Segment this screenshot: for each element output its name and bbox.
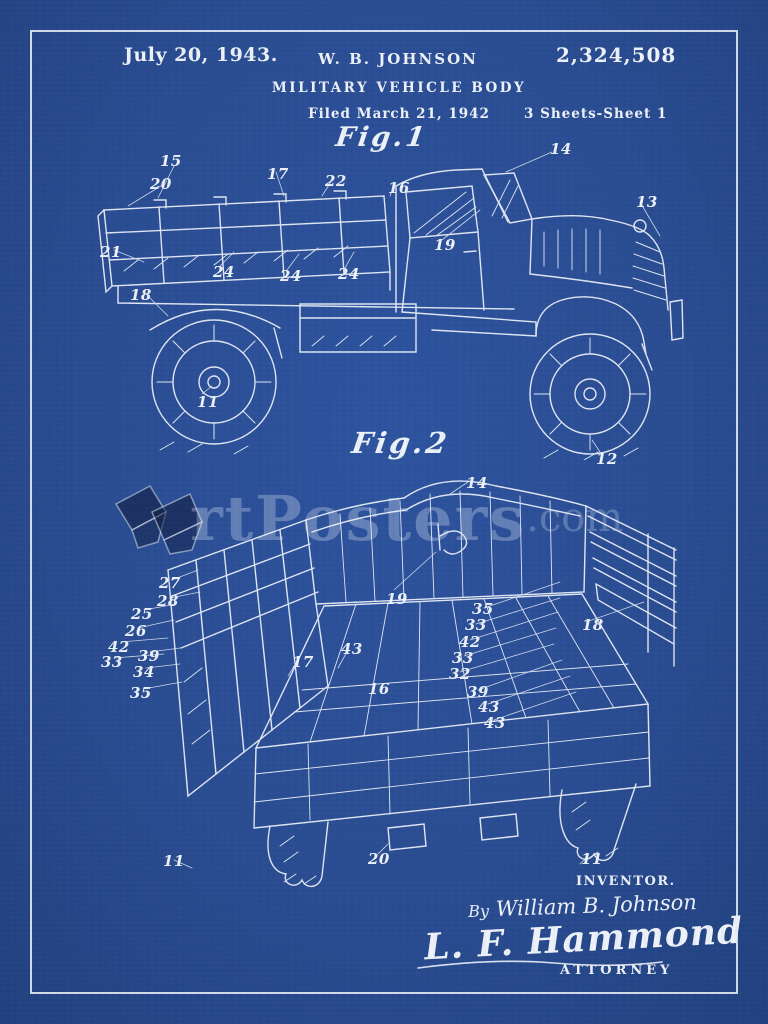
ref-numeral: 33 — [465, 616, 487, 634]
patent-date: July 20, 1943. — [124, 44, 278, 66]
ref-numeral: 35 — [130, 684, 152, 702]
ref-numeral: 42 — [459, 633, 481, 651]
fig1-label: Fig.1 — [333, 122, 430, 153]
fig2-truck-bed-perspective-drawing — [113, 480, 677, 887]
ref-numeral: 33 — [452, 649, 474, 667]
ref-numeral: 11 — [197, 393, 219, 411]
ref-numeral: 39 — [138, 647, 160, 665]
ref-numeral: 20 — [368, 850, 390, 868]
ref-numeral: 32 — [449, 665, 471, 683]
ref-numeral: 16 — [368, 680, 390, 698]
patent-title: MILITARY VEHICLE BODY — [271, 80, 527, 96]
ref-numeral: 16 — [388, 179, 410, 197]
ref-numeral: 11 — [163, 852, 185, 870]
ref-numeral: 18 — [130, 286, 152, 304]
ref-numeral: 17 — [292, 653, 314, 671]
patent-number: 2,324,508 — [556, 43, 677, 67]
ref-numeral: 43 — [484, 714, 506, 732]
ref-numeral: 21 — [100, 243, 122, 261]
ref-numeral: 34 — [133, 663, 155, 681]
ref-numeral: 20 — [150, 175, 172, 193]
ref-numeral: 18 — [582, 616, 604, 634]
ref-numeral: 24 — [338, 265, 360, 283]
ref-numeral: 43 — [478, 698, 500, 716]
ref-numeral: 15 — [160, 152, 182, 170]
ref-numeral: 42 — [108, 638, 130, 656]
ref-numeral: 25 — [131, 605, 153, 623]
ref-numeral: 35 — [472, 600, 494, 618]
ref-numeral: 43 — [341, 640, 363, 658]
ref-numeral: 19 — [434, 236, 456, 254]
ref-numeral: 17 — [267, 165, 289, 183]
signature-flourish — [417, 960, 663, 969]
ref-numeral: 22 — [325, 172, 347, 190]
sheet-label: 3 Sheets-Sheet 1 — [524, 106, 668, 122]
ref-numeral: 19 — [386, 590, 408, 608]
by-label: By — [467, 901, 490, 921]
attorney-caption: ATTORNEY — [560, 963, 674, 978]
ref-numeral: 14 — [550, 140, 572, 158]
border-frame — [30, 30, 738, 994]
ref-numeral: 13 — [636, 193, 658, 211]
ref-numeral: 33 — [101, 653, 123, 671]
inventor-name: W. B. JOHNSON — [318, 50, 478, 68]
ref-numeral: 14 — [466, 474, 488, 492]
ref-numeral: 12 — [596, 450, 618, 468]
ref-numeral: 28 — [157, 592, 179, 610]
ref-numeral: 11 — [581, 850, 603, 868]
ref-numeral: 39 — [467, 683, 489, 701]
ref-numeral: 24 — [280, 267, 302, 285]
ref-numeral: 24 — [213, 263, 235, 281]
ref-numeral: 26 — [125, 622, 147, 640]
fig2-label: Fig.2 — [349, 426, 452, 460]
inventor-caption: INVENTOR. — [576, 874, 676, 889]
filed-date: Filed March 21, 1942 — [308, 106, 490, 122]
fig1-truck-side-view-drawing — [97, 151, 684, 460]
ref-numeral: 27 — [159, 574, 181, 592]
